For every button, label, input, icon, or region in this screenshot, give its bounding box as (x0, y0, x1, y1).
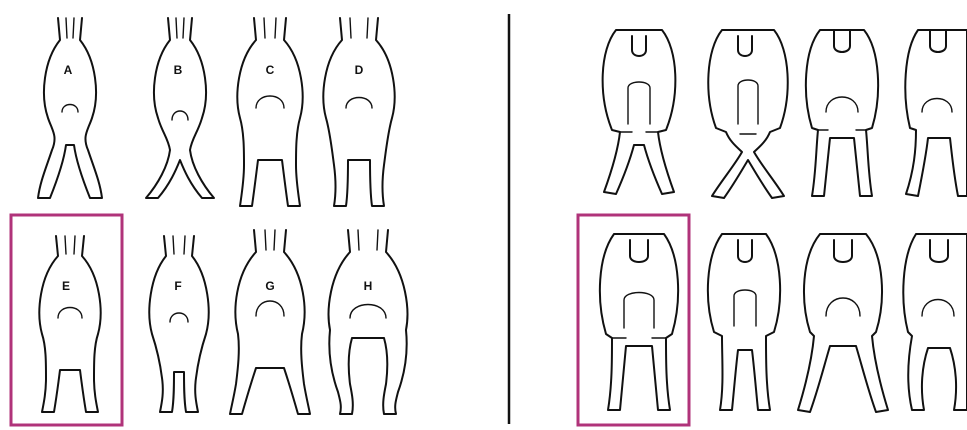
label-a: A (64, 63, 73, 77)
rear-figure-g: G (230, 230, 310, 414)
rear-figure-c: C (237, 18, 302, 206)
label-e: E (62, 279, 70, 293)
rear-figure-a: A (38, 18, 102, 198)
label-b: B (174, 63, 183, 77)
rear-highlight-box (11, 215, 122, 425)
label-f: F (174, 279, 181, 293)
rear-view-panel: A B C D E (11, 18, 407, 425)
label-h: H (364, 279, 373, 293)
front-figure-7 (798, 234, 888, 412)
rear-figure-f: F (149, 236, 208, 412)
front-figure-1 (603, 30, 676, 194)
front-figure-8 (903, 234, 967, 410)
front-figure-6 (708, 234, 780, 410)
front-highlight-box (578, 215, 689, 425)
rear-figure-d: D (323, 18, 394, 206)
label-c: C (266, 63, 275, 77)
rear-figure-b: B (146, 18, 214, 198)
rear-figure-h: H (329, 230, 408, 414)
label-g: G (265, 279, 274, 293)
rear-figure-e: E (39, 236, 100, 412)
front-figure-4 (905, 30, 967, 196)
front-figure-5 (600, 234, 678, 410)
front-view-panel (578, 30, 967, 425)
front-figure-3 (806, 30, 878, 196)
label-d: D (355, 63, 364, 77)
front-figure-2 (708, 30, 787, 198)
